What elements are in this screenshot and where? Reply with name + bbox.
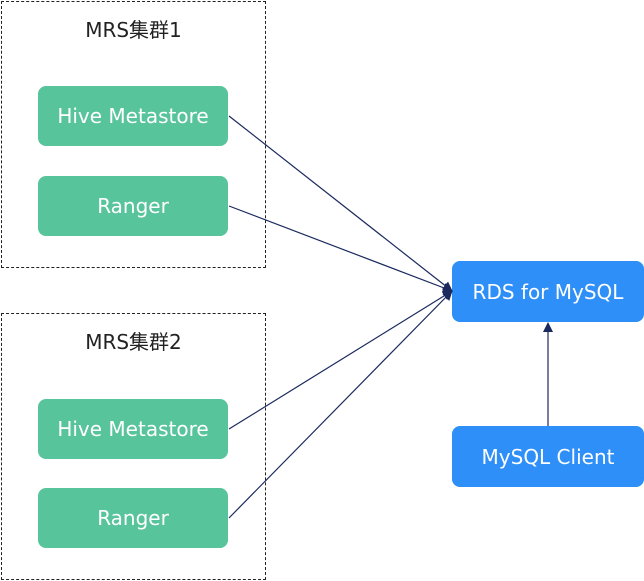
- cluster-2-title: MRS集群2: [85, 330, 182, 354]
- cluster-1-hive-metastore-node: Hive Metastore: [38, 86, 228, 146]
- cluster-2-hive-metastore-node: Hive Metastore: [38, 399, 228, 459]
- mysql-client-node: MySQL Client: [452, 426, 644, 487]
- rds-for-mysql-node: RDS for MySQL: [452, 261, 644, 322]
- cluster-1-ranger-node: Ranger: [38, 176, 228, 236]
- cluster-1-title: MRS集群1: [85, 18, 182, 42]
- cluster-2-ranger-node: Ranger: [38, 488, 228, 548]
